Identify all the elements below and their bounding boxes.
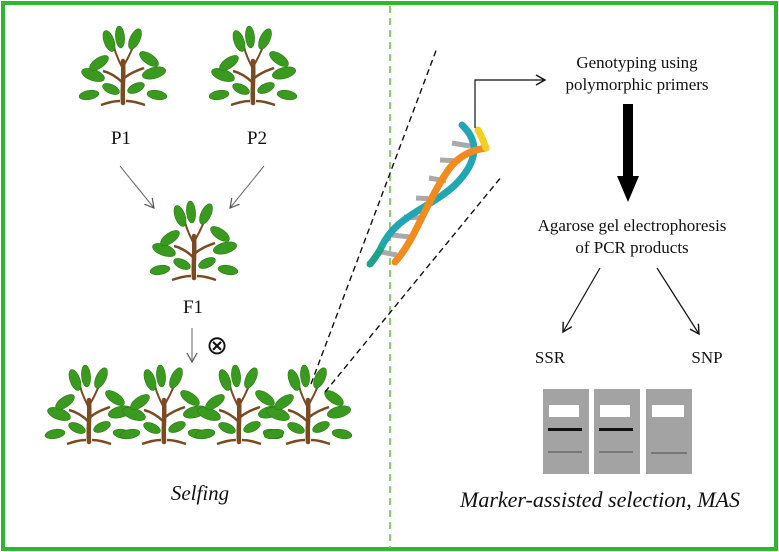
connector-to-genotyping — [474, 74, 547, 128]
left-caption: Selfing — [170, 481, 230, 505]
plant-p1-icon — [78, 26, 167, 105]
label-ssr: SSR — [534, 348, 566, 367]
plant-progeny-1-icon — [44, 365, 133, 444]
down-arrow-thick — [617, 104, 639, 202]
plant-p2-icon — [208, 26, 297, 105]
arrow-to-snp — [656, 267, 700, 336]
selfing-symbol: ⊗ — [206, 331, 228, 360]
zoom-line-lower — [324, 175, 503, 393]
gel-lane-3 — [646, 389, 692, 474]
gel-lane-1 — [543, 389, 589, 474]
dna-helix-icon — [366, 121, 490, 268]
right-caption: Marker-assisted selection, MAS — [460, 487, 740, 512]
label-p1: P1 — [110, 128, 132, 149]
arrow-p2-to-f1 — [229, 165, 265, 209]
plant-f1-icon — [149, 201, 238, 280]
label-f1: F1 — [182, 297, 204, 318]
arrow-p1-to-f1 — [119, 165, 155, 209]
step2-line1: Agarose gel electrophoresis — [537, 216, 727, 235]
label-p2: P2 — [246, 128, 268, 149]
step1-line2: polymorphic primers — [565, 75, 709, 94]
plant-progeny-4-icon — [263, 365, 352, 444]
arrow-to-ssr — [562, 267, 601, 334]
plant-progeny-2-icon — [119, 365, 208, 444]
label-snp: SNP — [691, 348, 723, 367]
step2-line2: of PCR products — [575, 238, 689, 257]
step1-line1: Genotyping using — [576, 53, 698, 72]
gel-lane-2 — [594, 389, 640, 474]
